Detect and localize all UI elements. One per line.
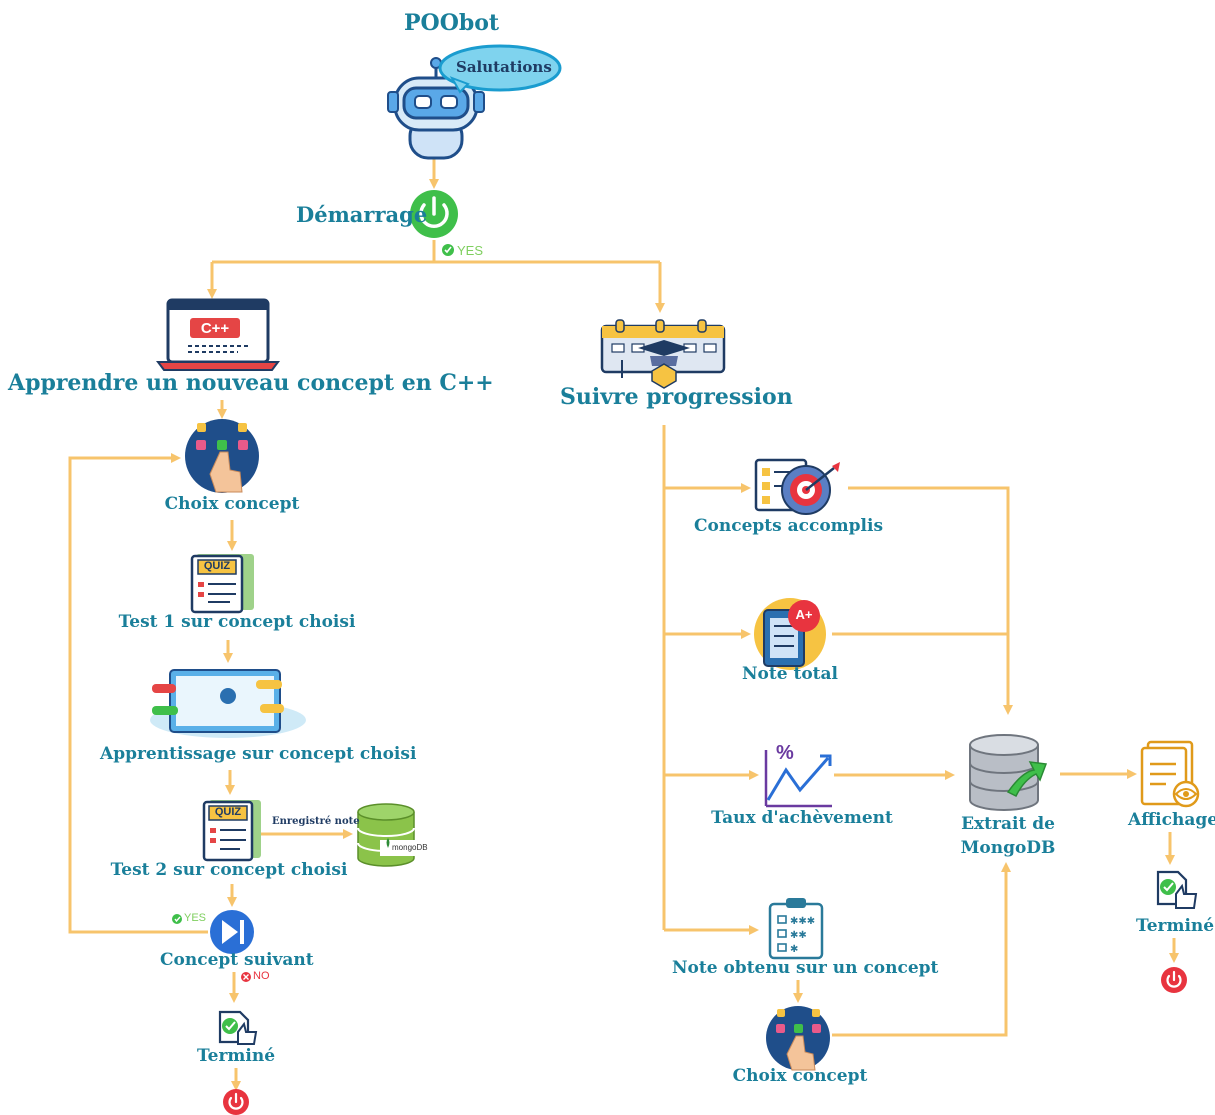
quiz-badge-test2: QUIZ <box>214 806 242 818</box>
svg-text:✱✱✱: ✱✱✱ <box>790 916 815 927</box>
mongodb-database-icon <box>357 803 436 867</box>
saved-note-label: Enregistré note <box>272 816 360 827</box>
diagram-title: POObot <box>404 10 500 36</box>
connectors <box>68 155 1179 1091</box>
concept-note-label[interactable]: Note obtenu sur un concept <box>672 958 939 978</box>
start-label[interactable]: Démarrage <box>296 202 428 227</box>
total-label[interactable]: Note total <box>742 664 838 684</box>
done-label-left: Terminé <box>196 1046 276 1066</box>
quiz-badge-test1: QUIZ <box>203 560 231 572</box>
rate-label[interactable]: Taux d'achèvement <box>711 808 893 828</box>
no-cross-icon <box>241 972 251 982</box>
greeting-label: Salutations <box>456 58 552 76</box>
greeting-bubble <box>438 44 562 94</box>
arrow-accomplished-to-db <box>848 486 1013 715</box>
robot-icon <box>387 57 485 160</box>
choice-concept-label[interactable]: Choix concept <box>164 494 300 514</box>
learning-screen-icon <box>150 669 306 738</box>
yes-label: YES <box>457 243 484 258</box>
mongodb-small-label: mongoDB <box>392 843 428 852</box>
no-label: NO <box>253 970 270 982</box>
yes-check-icon-next <box>172 914 182 924</box>
test2-label[interactable]: Test 2 sur concept choisi <box>110 860 348 880</box>
choice-concept-icon-right[interactable] <box>766 1006 830 1071</box>
choice-concept-icon[interactable] <box>185 419 259 493</box>
display-label[interactable]: Affichage <box>1128 810 1215 830</box>
done-label-right: Terminé <box>1136 916 1215 936</box>
extract-label-line2: MongoDB <box>960 838 1056 858</box>
arrow-choice-to-db <box>832 862 1011 1037</box>
svg-text:✱✱: ✱✱ <box>790 930 807 941</box>
test1-label[interactable]: Test 1 sur concept choisi <box>118 612 356 632</box>
learn-cpp-label[interactable]: Apprendre un nouveau concept en C++ <box>8 370 494 396</box>
completion-rate-chart-icon <box>764 750 832 808</box>
extract-label-line1: Extrait de <box>961 814 1055 834</box>
done-document-icon-right <box>1156 870 1198 909</box>
yes-check-icon <box>442 244 454 256</box>
yes-label-next: YES <box>184 912 207 924</box>
end-power-icon-left[interactable] <box>223 1089 249 1115</box>
total-grade-icon <box>754 598 826 670</box>
quiz-icon-test2 <box>202 800 261 862</box>
svg-text:✱: ✱ <box>790 944 798 955</box>
choice-concept-label-right[interactable]: Choix concept <box>732 1066 868 1086</box>
concept-note-clipboard-icon: ✱✱✱ ✱✱ ✱ <box>768 898 824 960</box>
progress-calendar-icon <box>600 319 726 389</box>
loop-back-arrow <box>68 453 208 934</box>
done-document-icon-left <box>218 1010 258 1045</box>
grade-badge-text: A+ <box>795 607 813 622</box>
next-concept-label[interactable]: Concept suivant <box>160 950 314 970</box>
percent-sign: % <box>776 742 794 764</box>
start-power-icon[interactable] <box>410 190 458 238</box>
database-extract-icon <box>969 734 1048 811</box>
display-document-icon <box>1140 740 1200 808</box>
cpp-laptop-icon <box>156 298 280 371</box>
end-power-icon-right[interactable] <box>1161 967 1187 993</box>
cpp-badge-text: C++ <box>200 320 230 337</box>
accomplished-label[interactable]: Concepts accomplis <box>694 516 884 536</box>
learning-label[interactable]: Apprentissage sur concept choisi <box>100 744 417 764</box>
quiz-icon-test1 <box>190 554 254 614</box>
progress-label[interactable]: Suivre progression <box>560 384 793 410</box>
target-checklist-icon <box>754 458 840 515</box>
next-concept-icon[interactable] <box>210 910 254 954</box>
